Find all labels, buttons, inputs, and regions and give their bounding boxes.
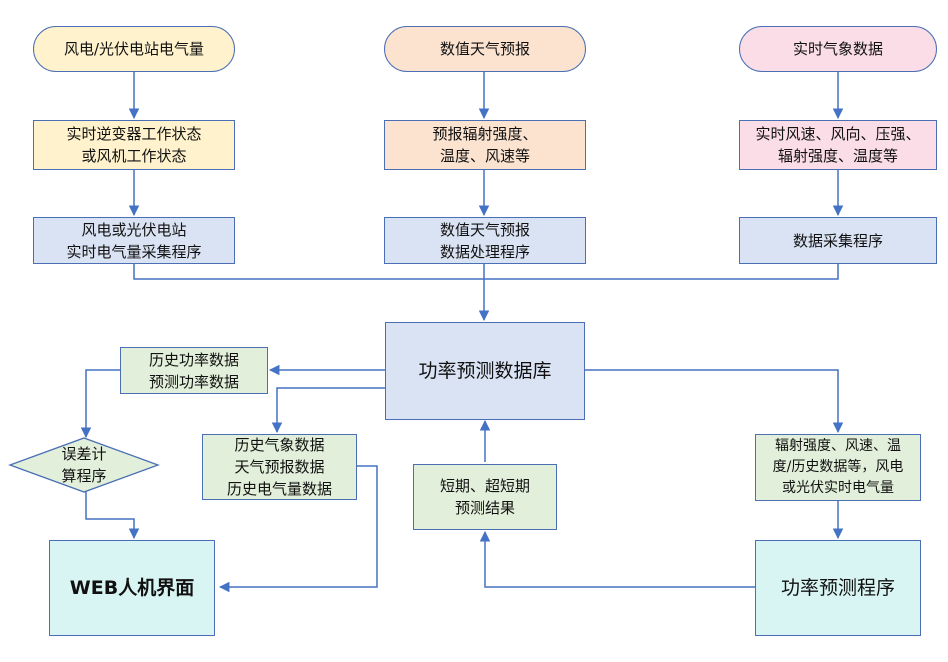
arrow-forecast-program-to-result: [479, 530, 755, 588]
web-ui-label: WEB人机界面: [69, 577, 195, 599]
short-term-line-2: 预测结果: [454, 499, 515, 517]
web-ui-box: WEB人机界面: [49, 540, 215, 636]
station-collector-line-2: 实时电气量采集程序: [66, 242, 202, 261]
arrow-history-weather-to-web: [218, 465, 378, 593]
realtime-items-line-1: 实时风速、风向、压强、: [755, 125, 921, 143]
nwp-label: 数值天气预报: [439, 40, 530, 58]
history-weather-line-2: 天气预报数据: [234, 458, 325, 476]
nwp-processor-line-1: 数值天气预报: [439, 220, 530, 239]
power-forecast-database: 功率预测数据库: [385, 322, 585, 420]
model-inputs-line-3: 或光伏实时电气量: [782, 480, 894, 496]
realtime-weather-source: 实时气象数据: [739, 26, 937, 72]
station-collector-box: 风电或光伏电站 实时电气量采集程序: [33, 217, 235, 264]
inverter-state-line-1: 实时逆变器工作状态: [66, 125, 202, 143]
forecast-items-box: 预报辐射强度、 温度、风速等: [384, 120, 586, 170]
forecast-items-line-1: 预报辐射强度、: [432, 125, 538, 143]
wind-solar-label: 风电/光伏电站电气量: [63, 40, 205, 58]
model-inputs-box: 辐射强度、风速、温 度/历史数据等，风电 或光伏实时电气量: [755, 434, 921, 501]
model-inputs-line-2: 度/历史数据等，风电: [772, 459, 904, 475]
error-calc-line-1: 误差计: [61, 445, 107, 463]
history-weather-line-1: 历史气象数据: [234, 436, 325, 454]
data-collector-label: 数据采集程序: [792, 231, 883, 250]
realtime-items-box: 实时风速、风向、压强、 辐射强度、温度等: [739, 120, 937, 170]
nwp-processor-box: 数值天气预报 数据处理程序: [384, 217, 586, 264]
arrow-error-to-web: [85, 491, 140, 540]
history-power-box: 历史功率数据 预测功率数据: [120, 347, 268, 394]
station-collector-line-1: 风电或光伏电站: [81, 220, 187, 239]
realtime-items-line-2: 辐射强度、温度等: [777, 147, 898, 165]
error-calc-line-2: 算程序: [61, 467, 107, 485]
wind-solar-source: 风电/光伏电站电气量: [33, 26, 235, 72]
history-weather-box: 历史气象数据 天气预报数据 历史电气量数据: [202, 434, 357, 500]
error-calc-decision: [8, 437, 160, 493]
arrow-db-to-history-weather: [271, 387, 385, 434]
merge-line-left: [133, 264, 839, 280]
arrow-history-power-to-error: [80, 369, 120, 439]
nwp-source: 数值天气预报: [384, 26, 586, 72]
history-weather-line-3: 历史电气量数据: [226, 480, 332, 498]
nwp-processor-line-2: 数据处理程序: [439, 242, 530, 261]
realtime-weather-label: 实时气象数据: [792, 40, 883, 58]
short-term-result-box: 短期、超短期 预测结果: [413, 464, 557, 530]
history-power-line-2: 预测功率数据: [148, 372, 239, 391]
arrow-db-to-model-inputs: [585, 369, 844, 434]
inverter-state-line-2: 或风机工作状态: [81, 147, 187, 165]
inverter-state-box: 实时逆变器工作状态 或风机工作状态: [33, 120, 235, 170]
short-term-line-1: 短期、超短期: [439, 477, 530, 495]
model-inputs-line-1: 辐射强度、风速、温: [775, 438, 901, 454]
error-calc-label: 误差计 算程序: [22, 438, 146, 492]
history-power-line-1: 历史功率数据: [148, 350, 239, 369]
forecast-items-line-2: 温度、风速等: [439, 147, 530, 165]
database-label: 功率预测数据库: [418, 360, 552, 382]
forecast-program-box: 功率预测程序: [755, 540, 921, 636]
forecast-program-label: 功率预测程序: [780, 577, 895, 599]
data-collector-box: 数据采集程序: [739, 217, 937, 264]
